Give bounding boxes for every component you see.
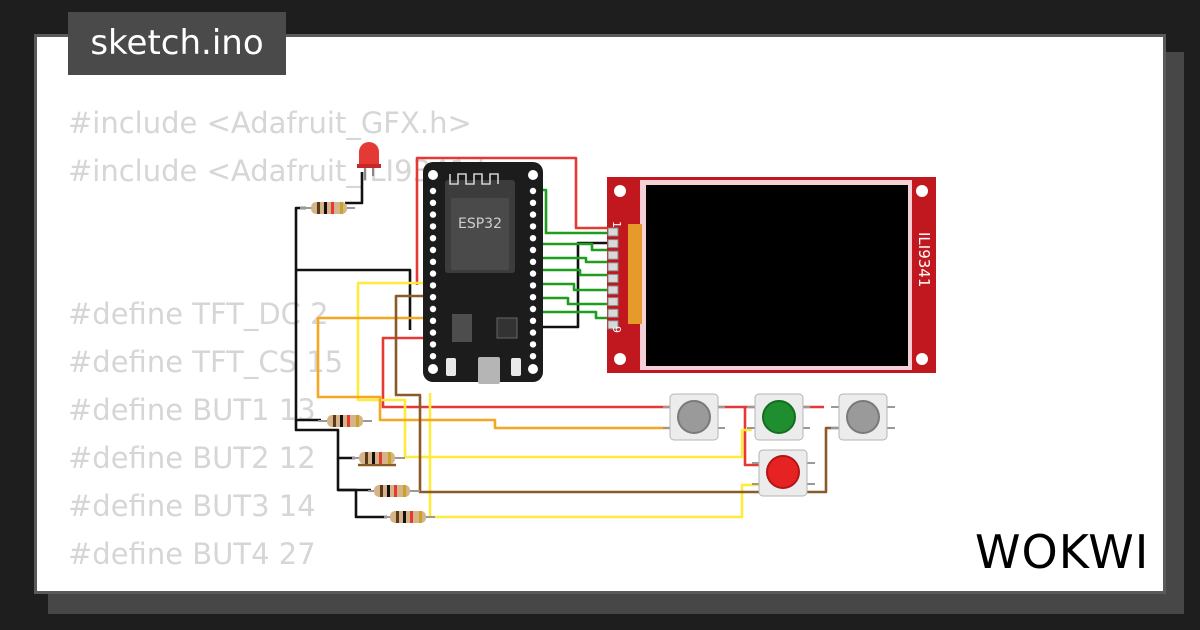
wire-yellow-1 [356,281,752,459]
esp32-pin-right-11 [529,305,537,313]
wire-brown-1 [394,294,838,494]
resistor-3-icon [368,485,420,497]
wire-black-gnd4 [338,488,387,519]
esp32-pin-left-8 [429,270,437,277]
esp32-pin-left-1 [429,187,437,195]
code-line-3: #define TFT_DC 2 [68,297,329,331]
wokwi-logo: WOKWI [975,525,1150,579]
display-pin-2 [607,239,619,249]
esp32-pin-right-7 [529,258,537,265]
display-pin-5 [607,273,619,283]
esp32-pin-right-13 [529,329,537,336]
resistor-2-icon [352,452,405,464]
file-tab[interactable]: sketch.ino [68,12,286,75]
esp32-pin-right-15 [529,353,537,360]
wire-red-vcc [415,156,612,285]
display-pin-1 [607,227,619,237]
code-line-8: #define BUT4 27 [68,537,316,571]
esp32-pin-left-12 [429,317,437,324]
esp32-pin-left-11 [429,305,437,313]
code-line-5: #define BUT1 13 [68,393,316,427]
esp32-pin-left-7 [429,258,437,265]
display-pin-9 [607,320,619,330]
pushbutton-1[interactable] [663,393,725,441]
resistor-4-icon [384,511,435,523]
pushbutton-2[interactable] [747,393,810,441]
wire-yellow-2 [428,393,760,519]
wire-green-5 [538,282,610,292]
esp32-pin-right-14 [529,341,537,348]
esp32-pin-left-9 [429,282,437,289]
esp32-pin-left-4 [429,223,437,230]
wire-black-right [540,241,612,329]
esp32-pin-right-6 [529,246,537,254]
display-pin-6 [607,285,619,295]
esp32-pin-right-4 [529,223,537,230]
pushbutton-3[interactable] [831,393,895,441]
ili9341-display: 1 9 ILI9341 [607,177,936,373]
esp32-pin-right-9 [529,282,537,289]
esp32-pin-left-2 [429,199,437,206]
esp32-pin-right-3 [529,211,537,218]
display-pin-4 [607,262,619,272]
esp32-board: ESP32 [423,162,543,384]
esp32-pin-right-10 [529,294,537,301]
esp32-pin-left-13 [429,329,437,336]
resistor-led-icon [300,202,355,214]
esp32-label: ESP32 [458,216,502,232]
esp32-pin-right-5 [529,235,537,242]
esp32-pin-left-3 [429,211,437,218]
display-pin-first: 1 [610,221,623,228]
display-pin-7 [607,297,619,307]
wire-red-buttons [381,336,672,409]
wire-green-7 [538,310,610,320]
wire-green-1 [538,188,608,235]
led-red-icon [357,142,381,180]
esp32-pin-right-1 [529,187,537,195]
wire-red-drop [743,407,760,467]
display-pin-last: 9 [610,326,623,333]
code-line-1: #include <Adafruit_GFX.h> [68,106,472,140]
wire-black-gnd2 [294,420,355,460]
esp32-pin-right-12 [529,317,537,324]
esp32-pin-left-14 [429,341,437,348]
esp32-pin-right-8 [529,270,537,277]
wire-green-2 [538,242,610,252]
wire-green-4 [538,268,610,277]
project-card[interactable] [34,34,1166,594]
wire-black-esp [296,268,412,330]
wire-black-led [345,172,364,205]
display-label: ILI9341 [915,232,933,287]
esp32-pin-right-2 [529,199,537,206]
esp32-pin-left-5 [429,235,437,242]
wire-green-6 [538,296,610,306]
code-line-4: #define TFT_CS 15 [68,345,344,379]
wire-orange [316,316,672,430]
resistor-1-icon [318,415,372,427]
display-pin-3 [607,250,619,260]
code-line-6: #define BUT2 12 [68,441,316,475]
display-pin-8 [607,308,619,318]
esp32-pin-left-15 [429,353,437,360]
pushbutton-4[interactable] [752,449,815,497]
code-line-7: #define BUT3 14 [68,489,316,523]
wire-green-3 [538,256,610,264]
esp32-pin-left-6 [429,246,437,254]
esp32-pin-left-10 [429,294,437,301]
